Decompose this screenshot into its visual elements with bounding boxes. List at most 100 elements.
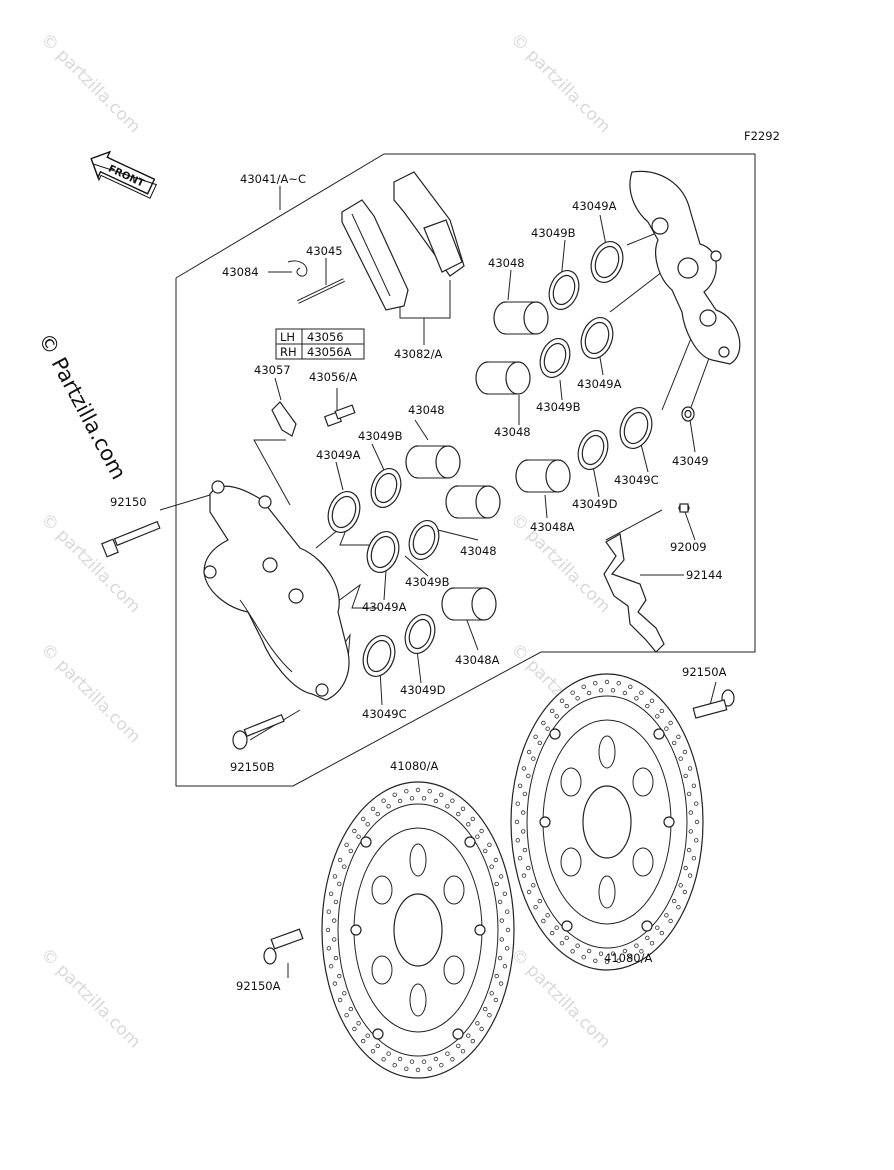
watermark-text: © partzilla.com (506, 29, 614, 137)
part-label: 92009 (670, 540, 707, 554)
drill-hole (483, 848, 488, 854)
pad-pin (297, 278, 345, 304)
drill-hole (616, 958, 621, 963)
part-label: 43048A (455, 653, 500, 667)
pin-clip (287, 260, 308, 277)
drill-hole (559, 698, 565, 703)
drill-hole (554, 714, 559, 719)
drill-hole (655, 714, 660, 719)
part-label: 43048 (488, 256, 525, 270)
drill-hole (545, 913, 550, 918)
watermark-text: © partzilla.com (36, 639, 144, 747)
part-label: 92150B (230, 760, 275, 774)
drill-hole (365, 1033, 370, 1038)
drill-hole (433, 798, 439, 804)
table-row-lh-part: 43056 (307, 330, 344, 344)
part-label: 43048 (408, 403, 445, 417)
part-label: 43056/A (309, 370, 357, 384)
drill-hole (475, 1021, 480, 1026)
drill-hole (659, 930, 664, 936)
drill-hole (526, 889, 532, 895)
drill-hole (526, 773, 531, 779)
drill-hole (348, 1006, 353, 1012)
seals (327, 241, 653, 677)
part-label: 43049A (316, 448, 361, 462)
drill-hole (409, 796, 415, 801)
drill-hole (439, 1062, 444, 1068)
drill-hole (466, 1033, 471, 1038)
drill-hole (559, 941, 565, 946)
drill-hole (397, 1056, 403, 1062)
drill-hole (505, 946, 510, 951)
drill-hole (581, 955, 586, 960)
drill-hole (610, 688, 616, 693)
drill-hole (397, 798, 403, 804)
drill-hole (639, 949, 644, 954)
drill-hole (409, 1059, 415, 1064)
drill-hole (686, 847, 692, 853)
drill-hole (639, 690, 644, 695)
pad-spring (271, 401, 297, 437)
bleeder-cap (681, 406, 695, 422)
drill-hole (328, 964, 334, 969)
part-label: 43049D (400, 683, 446, 697)
drill-hole (386, 1051, 391, 1056)
drill-hole (531, 756, 536, 761)
bleeder-valve (323, 404, 356, 427)
drill-hole (421, 1059, 427, 1064)
part-label: 92144 (686, 568, 723, 582)
drill-hole (470, 816, 475, 822)
drill-hole (659, 708, 664, 714)
drill-hole (649, 941, 655, 946)
drill-hole (687, 873, 693, 878)
part-label: 43048A (530, 520, 575, 534)
drill-hole (325, 927, 331, 933)
drill-hole (550, 930, 555, 936)
drill-hole (682, 889, 688, 895)
drill-hole (672, 740, 677, 746)
drill-hole (688, 810, 693, 815)
drill-hole (694, 819, 700, 825)
drill-hole (537, 740, 542, 746)
drill-hole (683, 773, 688, 779)
drill-hole (545, 726, 550, 731)
drill-hole (514, 819, 520, 825)
drill-hole (493, 857, 499, 863)
part-label: 43084 (222, 265, 259, 279)
drill-hole (392, 792, 397, 797)
screw-92009 (678, 503, 690, 513)
part-label: 43082/A (394, 347, 442, 361)
bolt-92150B (232, 713, 285, 750)
drill-hole (498, 981, 504, 986)
drill-hole (694, 838, 699, 843)
drill-hole (645, 703, 650, 709)
drill-hole (352, 828, 357, 834)
drill-hole (370, 806, 376, 811)
bracket-92144 (603, 533, 665, 653)
drill-hole (332, 981, 338, 986)
table-row-rh-part: 43056A (307, 345, 352, 359)
drill-hole (342, 991, 347, 996)
drill-hole (433, 1056, 439, 1062)
drill-hole (586, 948, 592, 954)
part-label: 43045 (306, 244, 343, 258)
watermark-text: © partzilla.com (36, 944, 144, 1052)
drill-hole (337, 973, 342, 979)
drill-hole (570, 690, 575, 695)
drill-hole (645, 935, 650, 941)
drill-hole (533, 734, 538, 739)
drill-hole (456, 1043, 461, 1049)
drill-hole (628, 684, 633, 689)
table-row-lh-side: LH (280, 330, 295, 344)
drill-hole (381, 798, 386, 803)
drill-hole (456, 811, 461, 817)
part-label: 43049B (531, 226, 576, 240)
drill-hole (439, 792, 444, 797)
drill-hole (348, 848, 353, 854)
pistons (405, 301, 571, 621)
drill-hole (404, 1066, 409, 1071)
part-label: 43049 (672, 454, 709, 468)
drill-hole (521, 873, 527, 878)
drill-hole (445, 804, 450, 809)
drill-hole (649, 698, 655, 703)
